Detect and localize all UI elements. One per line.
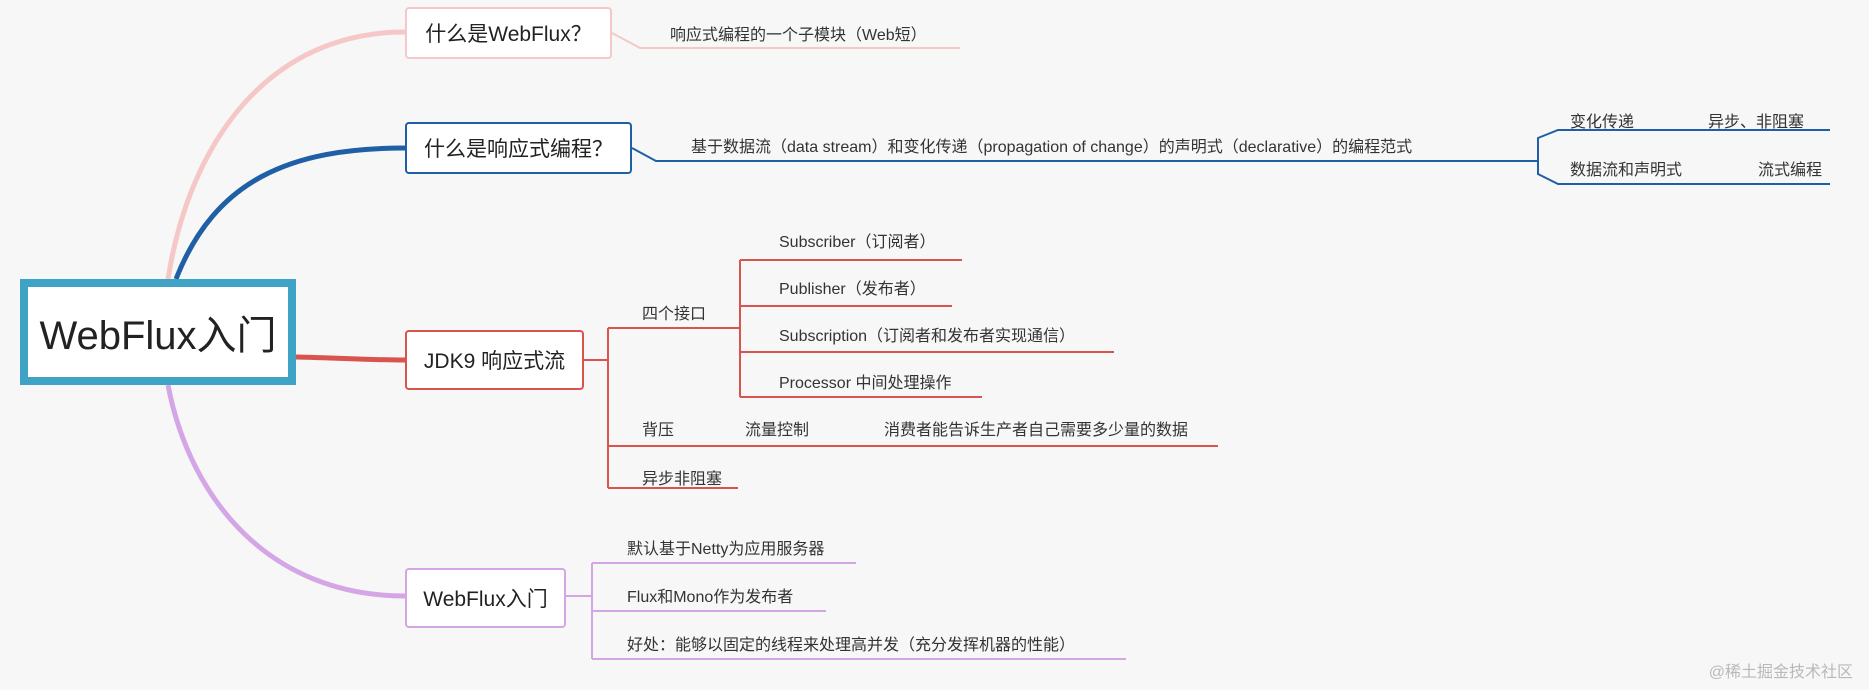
detail-backpressure: 消费者能告诉生产者自己需要多少量的数据 (884, 422, 1189, 439)
branch-async-nonblocking: 异步、非阻塞 (1708, 114, 1805, 131)
webflux-flux-mono: Flux和Mono作为发布者 (627, 589, 794, 606)
interface-subscriber: Subscriber（订阅者） (779, 234, 936, 251)
connector-pink (165, 29, 406, 280)
topic-what-is-webflux[interactable]: 什么是WebFlux？ (405, 7, 612, 59)
topic-jdk9-reactive-streams[interactable]: JDK9 响应式流 (405, 330, 584, 390)
branch-stream-programming: 流式编程 (1758, 162, 1823, 179)
topic-what-is-reactive[interactable]: 什么是响应式编程？ (405, 122, 632, 174)
interface-subscription: Subscription（订阅者和发布者实现通信） (779, 328, 1076, 345)
interface-processor: Processor 中间处理操作 (779, 375, 952, 392)
connector-blue (173, 145, 406, 280)
webflux-netty-default: 默认基于Netty为应用服务器 (627, 541, 825, 558)
connector-purple (165, 384, 406, 599)
webflux-benefit: 好处：能够以固定的线程来处理高并发（充分发挥机器的性能） (627, 637, 1076, 654)
label-backpressure: 背压 (642, 422, 675, 439)
topic-webflux-intro[interactable]: WebFlux入门 (405, 568, 566, 628)
watermark: @稀土掘金技术社区 (1708, 664, 1853, 681)
label-flow-control: 流量控制 (745, 422, 810, 439)
detail-webflux-submodule: 响应式编程的一个子模块（Web短） (670, 27, 927, 44)
label-four-interfaces: 四个接口 (642, 306, 707, 323)
connector-red (295, 354, 406, 363)
branch-dataflow-declarative: 数据流和声明式 (1570, 162, 1683, 179)
root-node[interactable]: WebFlux入门 (20, 279, 296, 385)
detail-reactive-definition: 基于数据流（data stream）和变化传递（propagation of c… (691, 139, 1413, 156)
branch-change-propagation: 变化传递 (1570, 114, 1635, 131)
interface-publisher: Publisher（发布者） (779, 281, 926, 298)
label-async-nonblocking: 异步非阻塞 (642, 471, 723, 488)
